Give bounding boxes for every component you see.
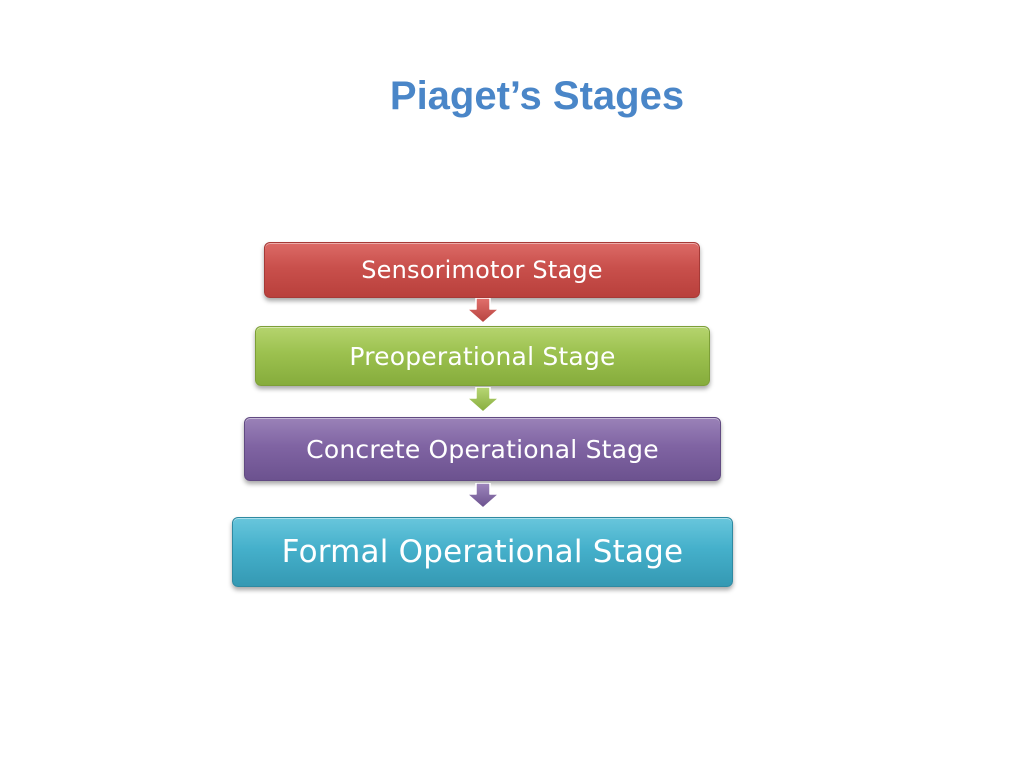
stage-concrete-operational: Concrete Operational Stage [244,417,721,481]
stage-sensorimotor: Sensorimotor Stage [264,242,700,298]
title-area: Piaget’s Stages [0,0,1024,160]
down-arrow-icon [466,387,500,413]
stage-formal-operational: Formal Operational Stage [232,517,733,587]
stage-preoperational: Preoperational Stage [255,326,710,386]
slide-title: Piaget’s Stages [389,74,685,118]
down-arrow-icon [466,298,500,324]
down-arrow-icon [466,483,500,509]
